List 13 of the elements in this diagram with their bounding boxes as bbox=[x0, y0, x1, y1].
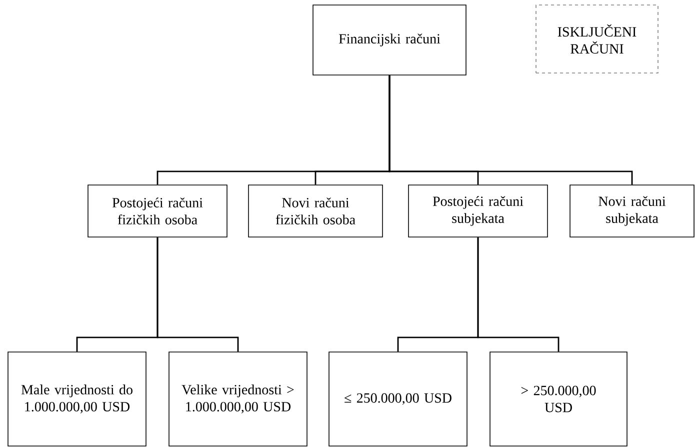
account-box: Male vrijednosti do 1.000.000,00 USD bbox=[8, 352, 146, 446]
connector bbox=[388, 75, 633, 185]
account-box: Novi računi fizičkih osoba bbox=[248, 184, 383, 238]
account-box: ≤ 250.000,00 USD bbox=[328, 352, 468, 446]
account-box: Novi računi subjekata bbox=[570, 184, 694, 238]
connector bbox=[156, 237, 239, 352]
excluded-box: ISKLJUČENI RAČUNI bbox=[536, 4, 658, 74]
account-box: Postojeći računi subjekata bbox=[408, 184, 548, 238]
account-box: Velike vrijednosti > 1.000.000,00 USD bbox=[168, 352, 308, 446]
account-box: > 250.000,00 USD bbox=[490, 352, 628, 446]
account-box: Financijski računi bbox=[312, 4, 466, 76]
account-box: Postojeći računi fizičkih osoba bbox=[88, 184, 228, 238]
connector bbox=[477, 237, 560, 352]
